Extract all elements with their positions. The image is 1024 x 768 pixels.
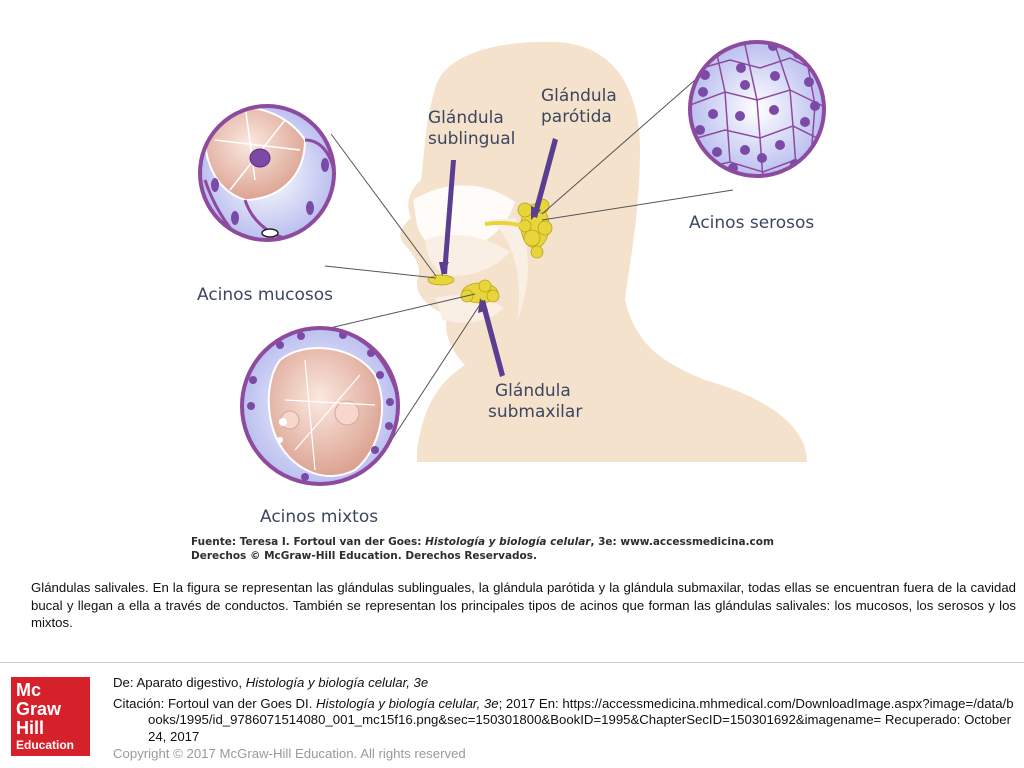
anatomy-illustration: Glándula sublingual Glándula parótida Gl… — [197, 40, 826, 527]
label-acinos-mucosos: Acinos mucosos — [197, 285, 333, 305]
mucous-acini-circle — [198, 104, 336, 242]
mixed-acini-circle — [240, 326, 400, 486]
copyright-line: Copyright © 2017 McGraw-Hill Education. … — [113, 746, 466, 761]
from-line: De: Aparato digestivo, Histología y biol… — [113, 675, 429, 690]
label-parotida-2: parótida — [541, 107, 612, 127]
footer-divider — [0, 662, 1024, 663]
salivary-glands-figure: Glándula sublingual Glándula parótida Gl… — [185, 30, 830, 562]
label-submaxilar-2: submaxilar — [488, 402, 582, 422]
citation-line: Citación: Fortoul van der Goes DI. Histo… — [113, 695, 1014, 744]
source-line: Fuente: Teresa I. Fortoul van der Goes: … — [191, 536, 774, 548]
figure-source: Fuente: Teresa I. Fortoul van der Goes: … — [191, 535, 811, 563]
parotid-gland — [517, 198, 553, 259]
head-silhouette — [400, 41, 807, 462]
pointer-arrows — [439, 138, 558, 377]
label-sublingual-1: Glándula — [428, 108, 504, 128]
submaxillary-gland — [460, 279, 500, 304]
label-parotida-1: Glándula — [541, 86, 617, 106]
label-acinos-mixtos: Acinos mixtos — [260, 507, 378, 527]
serous-acini-circle — [688, 40, 826, 178]
sublingual-gland — [427, 274, 455, 286]
figure-caption: Glándulas salivales. En la figura se rep… — [31, 580, 1016, 630]
citation-block: De: Aparato digestivo, Histología y biol… — [113, 675, 1018, 763]
mcgraw-hill-logo: Mc Graw Hill Education — [11, 677, 90, 756]
label-acinos-serosos: Acinos serosos — [689, 213, 814, 233]
label-submaxilar-1: Glándula — [495, 381, 571, 401]
rights-line: Derechos © McGraw-Hill Education. Derech… — [191, 550, 537, 562]
label-sublingual-2: sublingual — [428, 129, 515, 149]
